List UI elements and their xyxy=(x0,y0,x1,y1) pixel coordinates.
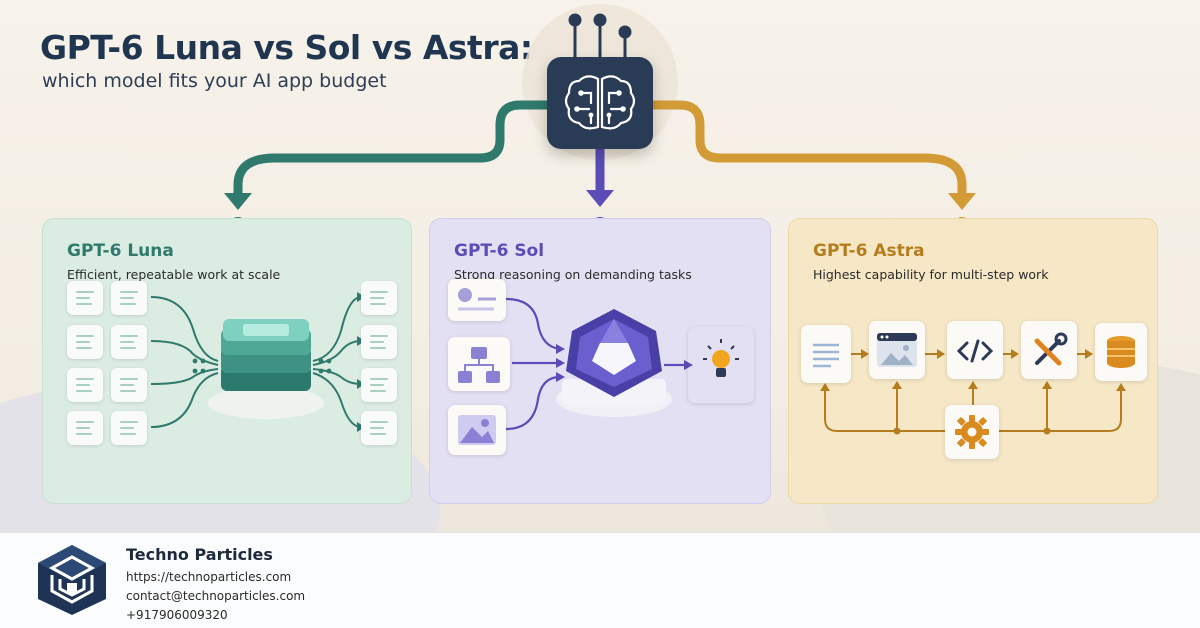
document-icon xyxy=(111,281,147,315)
astra-card-title: GPT-6 Astra xyxy=(813,241,925,261)
document-icon xyxy=(361,281,397,315)
browser-window-icon xyxy=(869,321,925,379)
luna-card-description: Efficient, repeatable work at scale xyxy=(67,267,281,282)
company-name: Techno Particles xyxy=(126,545,273,564)
astra-card-description: Highest capability for multi-step work xyxy=(813,267,1049,282)
image-icon xyxy=(448,405,506,455)
infographic-stage: GPT-6 Luna vs Sol vs Astra: which model … xyxy=(0,0,1200,532)
stacked-layers-icon xyxy=(208,319,324,419)
sol-flow-lines xyxy=(505,297,739,431)
luna-card: GPT-6 Luna Efficient, repeatable work at… xyxy=(42,218,412,504)
document-icon xyxy=(111,325,147,359)
sol-card-title: GPT-6 Sol xyxy=(454,241,545,261)
document-icon xyxy=(361,411,397,445)
database-icon xyxy=(1095,323,1147,381)
luna-flow-lines xyxy=(150,292,365,432)
document-icon xyxy=(67,368,103,402)
code-icon xyxy=(947,321,1003,379)
sol-card-description: Strong reasoning on demanding tasks xyxy=(454,267,692,282)
document-icon xyxy=(361,368,397,402)
document-icon xyxy=(111,368,147,402)
gear-icon xyxy=(945,405,999,459)
lightbulb-tile xyxy=(688,327,754,403)
techno-particles-logo xyxy=(36,543,108,617)
tools-icon xyxy=(1021,321,1077,379)
document-icon xyxy=(361,325,397,359)
website-link[interactable]: https://technoparticles.com xyxy=(126,570,292,584)
lightbulb-icon xyxy=(703,339,739,377)
phone-number: +917906009320 xyxy=(126,608,228,622)
brain-chip-icon xyxy=(547,57,653,149)
document-icon xyxy=(111,411,147,445)
document-icon xyxy=(801,325,851,383)
page-subtitle: which model fits your AI app budget xyxy=(42,70,387,92)
document-icon xyxy=(67,281,103,315)
crystal-gem-icon xyxy=(556,309,672,417)
sol-card: GPT-6 Sol Strong reasoning on demanding … xyxy=(429,218,771,504)
footer: Techno Particles https://technoparticles… xyxy=(0,532,1200,628)
document-icon xyxy=(67,411,103,445)
luna-card-title: GPT-6 Luna xyxy=(67,241,174,261)
email-link[interactable]: contact@technoparticles.com xyxy=(126,589,306,603)
document-icon xyxy=(67,325,103,359)
profile-card-icon xyxy=(448,279,506,321)
flowchart-icon xyxy=(448,337,510,391)
page-title: GPT-6 Luna vs Sol vs Astra: xyxy=(40,28,533,67)
astra-card: GPT-6 Astra Highest capability for multi… xyxy=(788,218,1158,504)
